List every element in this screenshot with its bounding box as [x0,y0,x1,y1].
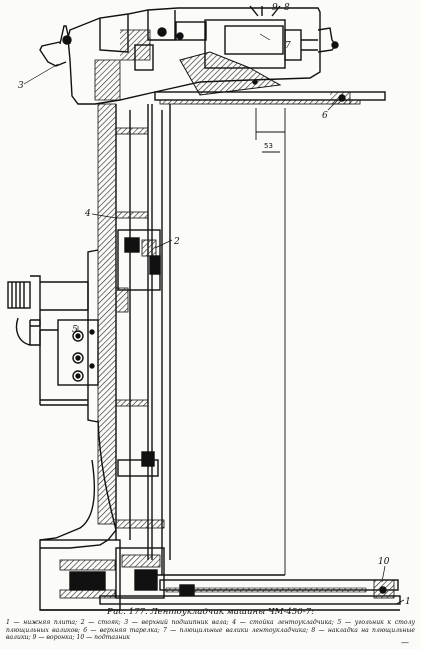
label-5: 5 [72,325,78,335]
column-stand [97,103,171,575]
bottom-base [39,539,401,611]
top-head-assembly [39,5,339,105]
label-2: 2 [173,237,180,247]
label-4: 4 [84,209,91,219]
label-3: 3 [18,81,24,91]
caption-title: Рис. 177. Лентоукладчик машины ЧМ-450-7: [107,607,314,617]
label-1: 1 [405,597,411,607]
side-bracket [39,249,99,423]
dimension-value: 53 [264,142,273,150]
left-shaft-knob [7,275,89,346]
label-9: 9 [272,3,278,13]
leader-lines [23,33,405,605]
caption-legend: 1 — нижняя плита; 2 — стояк; 3 — верхний… [6,619,415,642]
label-10: 10 [378,557,390,567]
dimension-53 [255,108,286,575]
label-8: 8 [284,3,290,13]
label-6: 6 [322,111,328,121]
upper-plate [154,91,386,105]
label-7: 7 [285,41,291,51]
figure-caption: Рис. 177. Лентоукладчик машины ЧМ-450-7: [6,608,415,619]
callout-labels: 1 2 3 4 5 6 7 8 9 10 53 [18,3,411,607]
page-mark: — [401,638,409,647]
outer-casing-curve [39,419,117,549]
middle-bracket [115,229,161,477]
